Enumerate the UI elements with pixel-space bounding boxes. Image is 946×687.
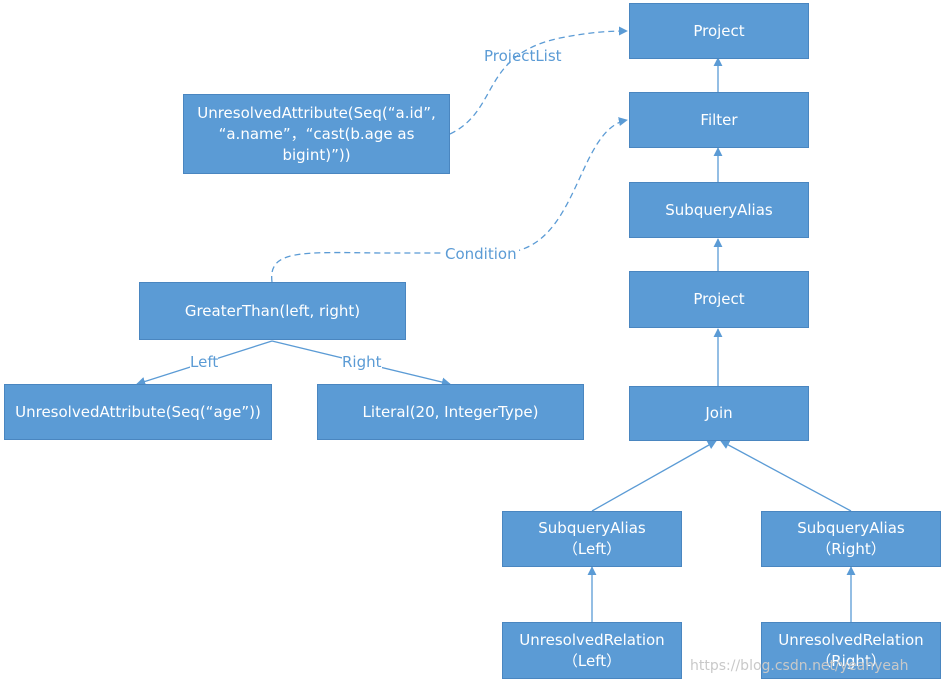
node-unresolved-attribute-line2: “a.name”，“cast(b.age as <box>218 124 415 143</box>
node-project-mid-label: Project <box>693 290 745 308</box>
node-subquery-right: SubqueryAlias （Right） <box>761 511 941 567</box>
node-subquery-alias: SubqueryAlias <box>629 182 809 238</box>
node-subquery-left: SubqueryAlias （Left） <box>502 511 682 567</box>
node-unresolved-age: UnresolvedAttribute(Seq(“age”)) <box>4 384 272 440</box>
node-unresolved-attribute: UnresolvedAttribute(Seq(“a.id”, “a.name”… <box>183 94 450 174</box>
watermark-text: https://blog.csdn.net/yeahyeah <box>690 658 909 674</box>
node-unresolved-attribute-line3: bigint)”)) <box>282 145 351 164</box>
node-greater-than: GreaterThan(left, right) <box>139 282 406 340</box>
edge-label-projectlist: ProjectList <box>484 47 562 65</box>
node-filter-label: Filter <box>700 110 738 129</box>
node-subquery-left-line2: （Left） <box>562 540 622 558</box>
node-join: Join <box>629 386 809 441</box>
node-relation-left-line1: UnresolvedRelation <box>519 630 665 649</box>
edge-label-right: Right <box>342 353 382 371</box>
node-filter: Filter <box>629 92 809 148</box>
node-literal-label: Literal(20, IntegerType) <box>362 402 539 421</box>
edge-projectlist-dashed <box>449 26 628 135</box>
node-greater-than-label: GreaterThan(left, right) <box>184 301 361 320</box>
node-relation-left-line2: （Left） <box>562 651 622 670</box>
edge-subquery-right-to-join <box>720 440 852 512</box>
edge-subquery-left-to-join <box>591 440 717 512</box>
node-join-label: Join <box>705 404 733 422</box>
node-relation-right: UnresolvedRelation （Right） <box>761 622 941 679</box>
node-unresolved-attribute-line1: UnresolvedAttribute(Seq(“a.id”, <box>197 103 436 122</box>
edge-label-left: Left <box>190 353 219 371</box>
node-relation-right-line2: （Right） <box>816 651 886 670</box>
node-subquery-left-line1: SubqueryAlias <box>538 519 646 537</box>
node-relation-left: UnresolvedRelation （Left） <box>502 622 682 679</box>
node-literal: Literal(20, IntegerType) <box>317 384 584 440</box>
node-subquery-right-line2: （Right） <box>816 540 886 558</box>
node-relation-right-line1: UnresolvedRelation <box>778 630 924 649</box>
edge-label-condition: Condition <box>443 245 519 263</box>
node-project-top: Project <box>629 3 809 59</box>
node-subquery-alias-label: SubqueryAlias <box>665 200 773 219</box>
node-project-mid: Project <box>629 271 809 328</box>
node-subquery-right-line1: SubqueryAlias <box>797 519 905 537</box>
node-unresolved-age-label: UnresolvedAttribute(Seq(“age”)) <box>15 402 261 421</box>
node-project-top-label: Project <box>693 21 745 40</box>
